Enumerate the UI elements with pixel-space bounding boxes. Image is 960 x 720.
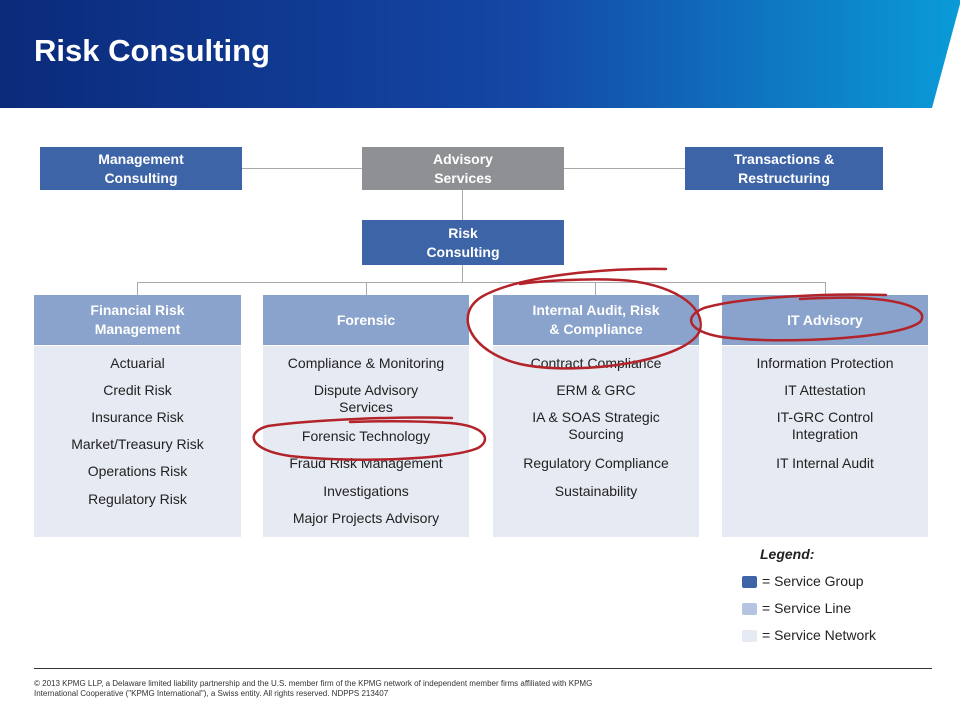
footer-copyright: © 2013 KPMG LLP, a Delaware limited liab… bbox=[34, 679, 593, 698]
connector-col1 bbox=[137, 282, 138, 295]
forensic-header: Forensic bbox=[263, 295, 469, 345]
list-item: ERM & GRC bbox=[556, 382, 636, 398]
list-item: Regulatory Risk bbox=[88, 491, 187, 507]
internal-audit-network-list: Contract Compliance ERM & GRC IA & SOAS … bbox=[493, 346, 699, 537]
transactions-restructuring-box: Transactions &Restructuring bbox=[685, 147, 883, 190]
financial-risk-network-list: Actuarial Credit Risk Insurance Risk Mar… bbox=[34, 346, 241, 537]
list-item: Forensic Technology bbox=[301, 428, 431, 444]
it-advisory-header: IT Advisory bbox=[722, 295, 928, 345]
list-item: Contract Compliance bbox=[530, 355, 662, 371]
page-title: Risk Consulting bbox=[34, 33, 270, 68]
list-item: Market/Treasury Risk bbox=[71, 436, 204, 452]
list-item: Actuarial bbox=[110, 355, 165, 371]
list-item: Investigations bbox=[323, 483, 409, 499]
forensic-network-list: Compliance & Monitoring Dispute Advisory… bbox=[263, 346, 469, 537]
legend-title: Legend: bbox=[760, 546, 815, 562]
connector-columns-horizontal bbox=[137, 282, 825, 283]
legend-label-service-group: = Service Group bbox=[762, 573, 864, 589]
list-item: IT Internal Audit bbox=[776, 455, 874, 471]
list-item: Sustainability bbox=[554, 483, 638, 499]
list-item: Fraud Risk Management bbox=[289, 455, 443, 471]
internal-audit-header: Internal Audit, Risk& Compliance bbox=[493, 295, 699, 345]
connector-col2 bbox=[366, 282, 367, 295]
list-item: Insurance Risk bbox=[91, 409, 184, 425]
legend-swatch-service-network bbox=[742, 630, 757, 642]
list-item: Major Projects Advisory bbox=[292, 510, 440, 526]
connector-col4 bbox=[825, 282, 826, 295]
list-item: Compliance & Monitoring bbox=[287, 355, 445, 371]
list-item: Operations Risk bbox=[87, 463, 188, 479]
list-item: IT Attestation bbox=[784, 382, 866, 398]
legend-swatch-service-line bbox=[742, 603, 757, 615]
it-advisory-network-list: Information Protection IT Attestation IT… bbox=[722, 346, 928, 537]
footer-divider bbox=[34, 668, 932, 669]
legend-label-service-network: = Service Network bbox=[762, 627, 876, 643]
legend-label-service-line: = Service Line bbox=[762, 600, 852, 616]
legend-swatch-service-group bbox=[742, 576, 757, 588]
connector-col3 bbox=[595, 282, 596, 295]
list-item: Information Protection bbox=[756, 355, 894, 371]
list-item: Regulatory Compliance bbox=[523, 455, 669, 471]
connector-advisory-risk bbox=[462, 190, 463, 220]
connector-risk-down bbox=[462, 265, 463, 282]
header-banner bbox=[0, 0, 960, 108]
list-item: Credit Risk bbox=[103, 382, 172, 398]
